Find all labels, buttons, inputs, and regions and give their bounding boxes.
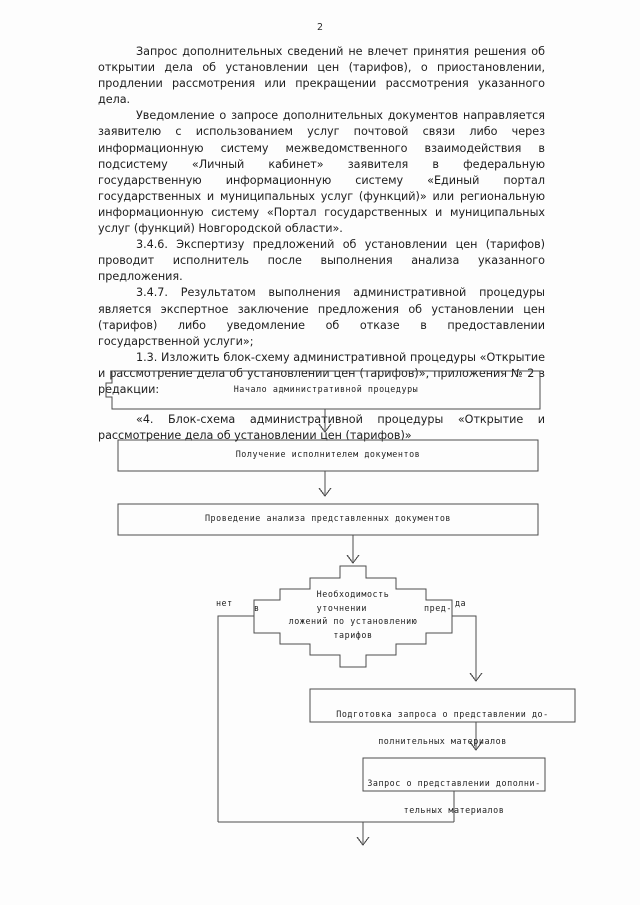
request-line-1: Запрос о представлении дополни- [367, 777, 541, 788]
flow-arrow-3 [346, 554, 360, 564]
flow-edge-label-yes: да [455, 598, 467, 608]
flow-edge-label-no: нет [216, 598, 233, 608]
quoted-heading: «4. Блок-схема административной процедур… [98, 413, 545, 443]
flow-branch-no [217, 615, 254, 822]
flow-node-prepare-label: Подготовка запроса о представлении до- п… [310, 694, 575, 762]
prepare-line-2: полнительных материалов [378, 735, 507, 746]
flow-arrow-yes [469, 672, 483, 682]
prepare-line-1: Подготовка запроса о представлении до- [336, 708, 549, 719]
request-line-2: тельных материалов [403, 804, 505, 815]
flow-node-request-label: Запрос о представлении дополни- тельных … [363, 763, 545, 831]
flow-branch-yes [452, 615, 477, 679]
decision-line-1: Необходимость [316, 589, 390, 599]
document-body: Запрос дополнительных сведений не влечет… [98, 44, 545, 444]
paragraph-3-4-6: 3.4.6. Экспертизу предложений об установ… [98, 238, 545, 284]
paragraph-1: Запрос дополнительных сведений не влечет… [98, 45, 545, 107]
flow-node-start-label: Начало административной процедуры [233, 384, 419, 394]
paragraph-2: Уведомление о запросе дополнительных док… [98, 109, 545, 236]
flow-arrow-final [356, 836, 370, 846]
decision-line-4: тарифов [333, 629, 373, 640]
decision-line-2: в уточнении пред- [254, 602, 452, 613]
flow-node-receive-label: Получение исполнителем документов [235, 449, 421, 459]
decision-line-3: ложений по установлению [288, 616, 418, 626]
flow-arrow-2 [318, 487, 332, 497]
flow-node-analysis-label: Проведение анализа представленных докуме… [204, 513, 452, 523]
flow-node-decision-label: Необходимость в уточнении пред- ложений … [254, 588, 452, 642]
page-number: 2 [316, 22, 324, 33]
paragraph-3-4-7: 3.4.7. Результатом выполнения администра… [98, 286, 545, 348]
